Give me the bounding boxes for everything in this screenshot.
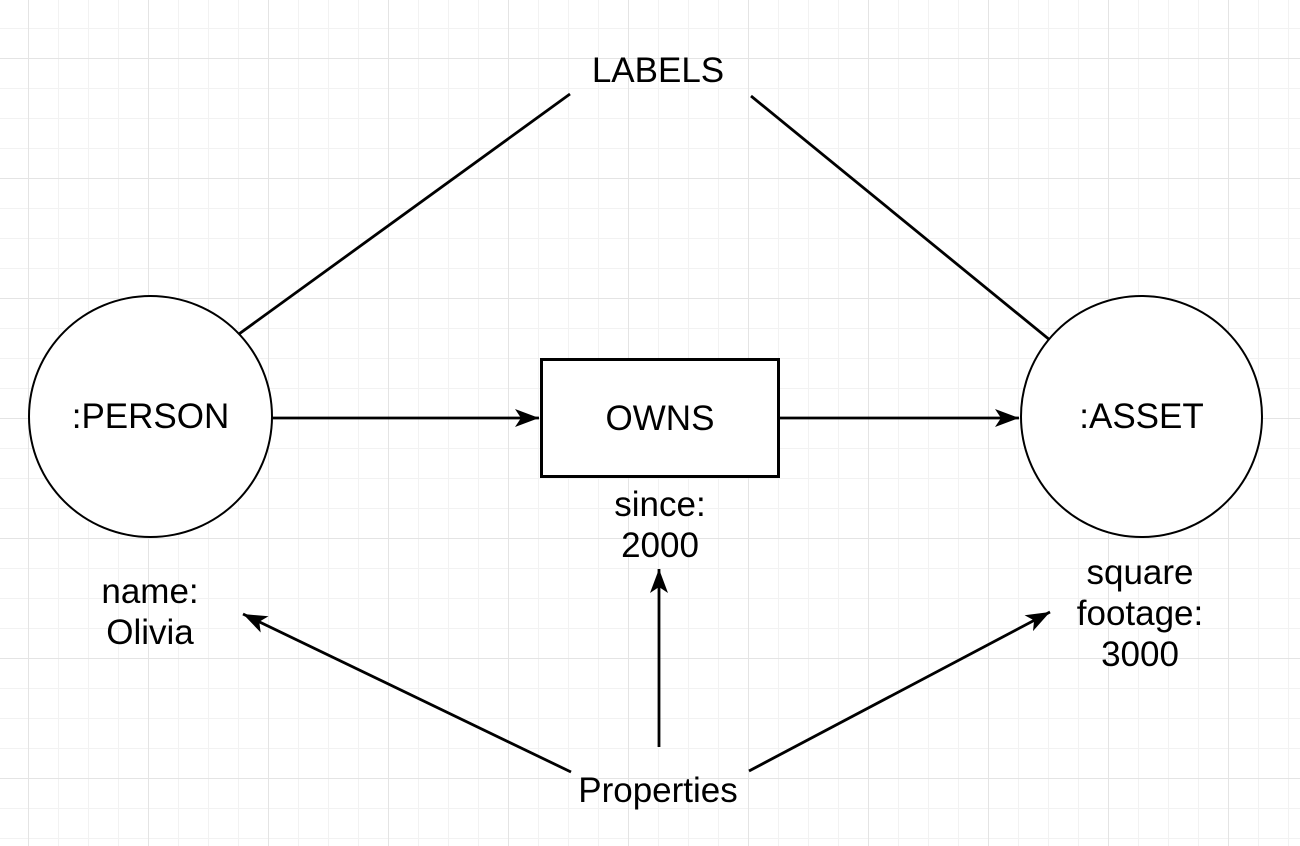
arrow-properties-to-person-property[interactable] xyxy=(242,612,572,774)
owns-property-line1: since: xyxy=(614,485,706,524)
arrow-properties-to-asset-property[interactable] xyxy=(748,610,1051,773)
node-asset[interactable]: :ASSET xyxy=(1020,295,1263,538)
person-property-line2: Olivia xyxy=(106,613,194,652)
person-property-line1: name: xyxy=(101,572,199,611)
arrow-labels-to-person[interactable] xyxy=(180,92,571,378)
relationship-owns[interactable]: OWNS xyxy=(540,358,780,478)
node-person-label: :PERSON xyxy=(71,397,230,436)
labels-annotation[interactable]: LABELS xyxy=(591,51,725,90)
node-person[interactable]: :PERSON xyxy=(28,295,273,538)
owns-property-line2: 2000 xyxy=(621,526,699,565)
arrow-labels-to-asset[interactable] xyxy=(750,94,1106,387)
properties-annotation[interactable]: Properties xyxy=(578,771,738,810)
asset-property-line3: 3000 xyxy=(1101,635,1179,674)
node-asset-label: :ASSET xyxy=(1079,397,1204,436)
owns-property-text[interactable]: since: 2000 xyxy=(614,484,705,566)
asset-property-text[interactable]: square footage: 3000 xyxy=(1077,552,1204,675)
asset-property-line1: square xyxy=(1086,553,1194,592)
asset-property-line2: footage: xyxy=(1076,594,1204,633)
person-property-text[interactable]: name: Olivia xyxy=(101,571,198,653)
relationship-owns-label: OWNS xyxy=(605,398,715,438)
